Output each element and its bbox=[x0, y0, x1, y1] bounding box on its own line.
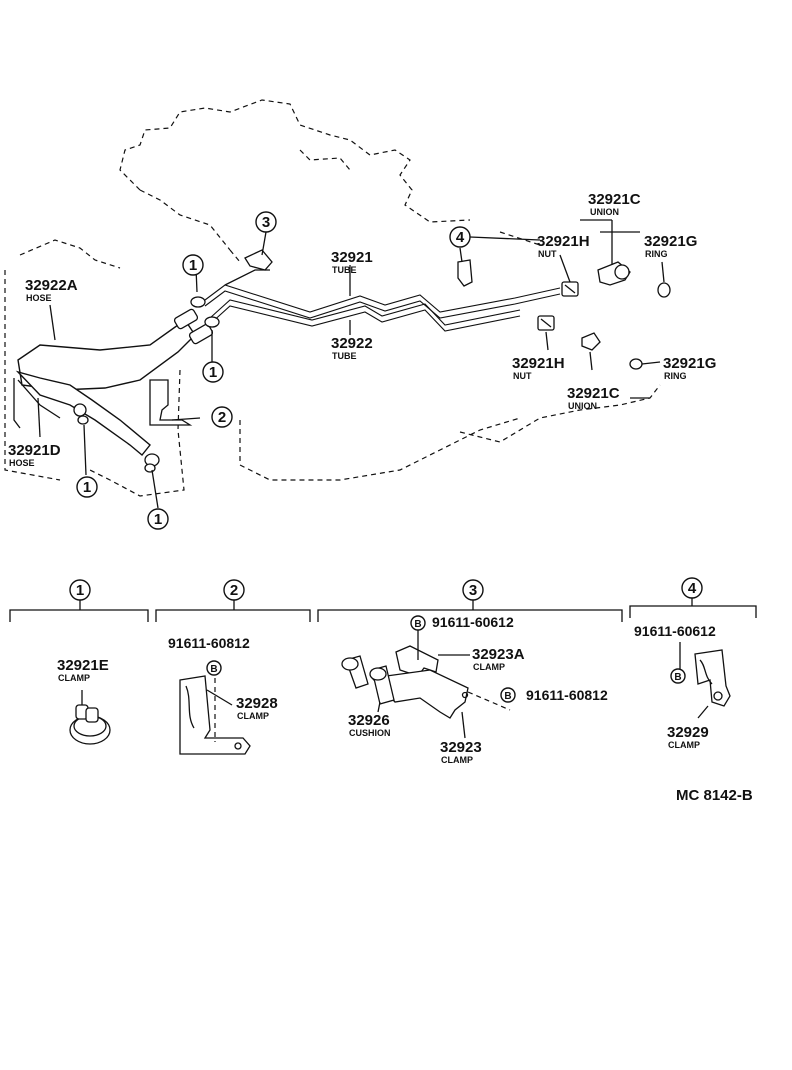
label-32921g-bottom: 32921G RING bbox=[663, 355, 716, 381]
section-2-clamp-drawing bbox=[179, 675, 251, 755]
svg-text:HOSE: HOSE bbox=[9, 458, 35, 468]
svg-text:32921H: 32921H bbox=[512, 355, 565, 372]
callout-4: 4 bbox=[449, 226, 471, 248]
label-32922-tube: 32922 TUBE bbox=[331, 335, 373, 361]
svg-text:32922: 32922 bbox=[331, 335, 373, 352]
diagram-reference: MC 8142-B bbox=[676, 787, 753, 804]
label-32921h-bottom: 32921H NUT bbox=[512, 355, 565, 381]
svg-text:32923: 32923 bbox=[440, 739, 482, 756]
section-3-header: 3 bbox=[462, 579, 484, 601]
svg-text:32926: 32926 bbox=[348, 712, 390, 729]
svg-text:NUT: NUT bbox=[513, 371, 532, 381]
section-2-header: 2 bbox=[223, 579, 245, 601]
label-32921g-top: 32921G RING bbox=[644, 233, 697, 259]
svg-text:B: B bbox=[504, 691, 511, 702]
svg-text:TUBE: TUBE bbox=[332, 265, 357, 275]
label-32921e: 32921E CLAMP bbox=[57, 657, 109, 683]
hose-clamps bbox=[73, 296, 220, 473]
bracket-2-installed bbox=[149, 379, 193, 426]
label-32921c-bottom: 32921C UNION bbox=[567, 385, 620, 411]
engine-outline bbox=[4, 99, 661, 497]
svg-text:1: 1 bbox=[83, 479, 91, 496]
svg-text:32921: 32921 bbox=[331, 249, 373, 266]
svg-text:NUT: NUT bbox=[538, 249, 557, 259]
callout-1-b: 1 bbox=[202, 361, 224, 383]
section-1-header: 1 bbox=[69, 579, 91, 601]
svg-text:CLAMP: CLAMP bbox=[58, 673, 90, 683]
svg-text:RING: RING bbox=[645, 249, 668, 259]
label-32921c-top: 32921C UNION bbox=[588, 191, 641, 217]
svg-text:3: 3 bbox=[469, 582, 477, 599]
svg-text:CUSHION: CUSHION bbox=[349, 728, 391, 738]
label-32923a: 32923A CLAMP bbox=[472, 646, 525, 672]
svg-text:B: B bbox=[674, 672, 681, 683]
svg-text:CLAMP: CLAMP bbox=[237, 711, 269, 721]
svg-text:HOSE: HOSE bbox=[26, 293, 52, 303]
label-32921h-top: 32921H NUT bbox=[537, 233, 590, 259]
section-3-clamp-drawing bbox=[341, 630, 511, 739]
bracket-4-installed bbox=[457, 259, 473, 287]
label-32921d-hose: 32921D HOSE bbox=[8, 442, 61, 468]
label-32928: 32928 CLAMP bbox=[236, 695, 278, 721]
bolt-mark-s2: B bbox=[206, 660, 222, 676]
svg-text:32923A: 32923A bbox=[472, 646, 525, 663]
svg-text:32922A: 32922A bbox=[25, 277, 78, 294]
hoses bbox=[13, 308, 214, 456]
svg-text:CLAMP: CLAMP bbox=[473, 662, 505, 672]
svg-text:1: 1 bbox=[189, 257, 197, 274]
svg-text:2: 2 bbox=[218, 409, 226, 426]
bolt-s3-right: 91611-60812 bbox=[526, 687, 608, 703]
svg-text:4: 4 bbox=[456, 229, 465, 246]
label-32929: 32929 CLAMP bbox=[667, 724, 709, 750]
svg-text:1: 1 bbox=[209, 364, 217, 381]
callout-1-a: 1 bbox=[182, 254, 204, 276]
svg-text:2: 2 bbox=[230, 582, 238, 599]
svg-text:32928: 32928 bbox=[236, 695, 278, 712]
leader-lines bbox=[37, 219, 665, 509]
svg-text:B: B bbox=[210, 664, 217, 675]
callout-1-d: 1 bbox=[147, 508, 169, 530]
svg-text:TUBE: TUBE bbox=[332, 351, 357, 361]
bolt-s3-top: 91611-60612 bbox=[432, 614, 514, 630]
section-4-clamp-drawing bbox=[694, 649, 731, 719]
svg-text:32921D: 32921D bbox=[8, 442, 61, 459]
svg-text:4: 4 bbox=[688, 580, 697, 597]
svg-text:1: 1 bbox=[154, 511, 162, 528]
label-32921-tube: 32921 TUBE bbox=[331, 249, 373, 275]
section-brackets bbox=[9, 598, 757, 622]
callout-2: 2 bbox=[211, 406, 233, 428]
bolt-mark-s3-right: B bbox=[500, 687, 516, 703]
fittings-bottom bbox=[537, 315, 643, 370]
fittings-top bbox=[561, 261, 671, 298]
svg-text:32921H: 32921H bbox=[537, 233, 590, 250]
label-32922a-hose: 32922A HOSE bbox=[25, 277, 78, 303]
svg-text:32921G: 32921G bbox=[644, 233, 697, 250]
section-1-clamp-drawing bbox=[69, 690, 111, 745]
svg-text:RING: RING bbox=[664, 371, 687, 381]
bolt-s2: 91611-60812 bbox=[168, 635, 250, 651]
svg-text:1: 1 bbox=[76, 582, 84, 599]
svg-text:32921C: 32921C bbox=[588, 191, 641, 208]
label-32926: 32926 CUSHION bbox=[348, 712, 391, 738]
svg-text:32921G: 32921G bbox=[663, 355, 716, 372]
svg-text:UNION: UNION bbox=[568, 401, 597, 411]
bolt-s4: 91611-60612 bbox=[634, 623, 716, 639]
bolt-mark-s4: B bbox=[670, 668, 686, 684]
bolt-mark-s3-top: B bbox=[410, 615, 426, 631]
bracket-3-installed bbox=[244, 249, 273, 271]
svg-text:32921E: 32921E bbox=[57, 657, 109, 674]
label-32923: 32923 CLAMP bbox=[440, 739, 482, 765]
svg-text:32921C: 32921C bbox=[567, 385, 620, 402]
section-4-header: 4 bbox=[681, 577, 703, 599]
callout-1-c: 1 bbox=[76, 476, 98, 498]
fluid-tubes bbox=[204, 269, 561, 332]
svg-text:CLAMP: CLAMP bbox=[441, 755, 473, 765]
svg-text:32929: 32929 bbox=[667, 724, 709, 741]
callout-3: 3 bbox=[255, 211, 277, 233]
svg-text:3: 3 bbox=[262, 214, 270, 231]
svg-text:B: B bbox=[414, 619, 421, 630]
svg-text:CLAMP: CLAMP bbox=[668, 740, 700, 750]
svg-text:UNION: UNION bbox=[590, 207, 619, 217]
